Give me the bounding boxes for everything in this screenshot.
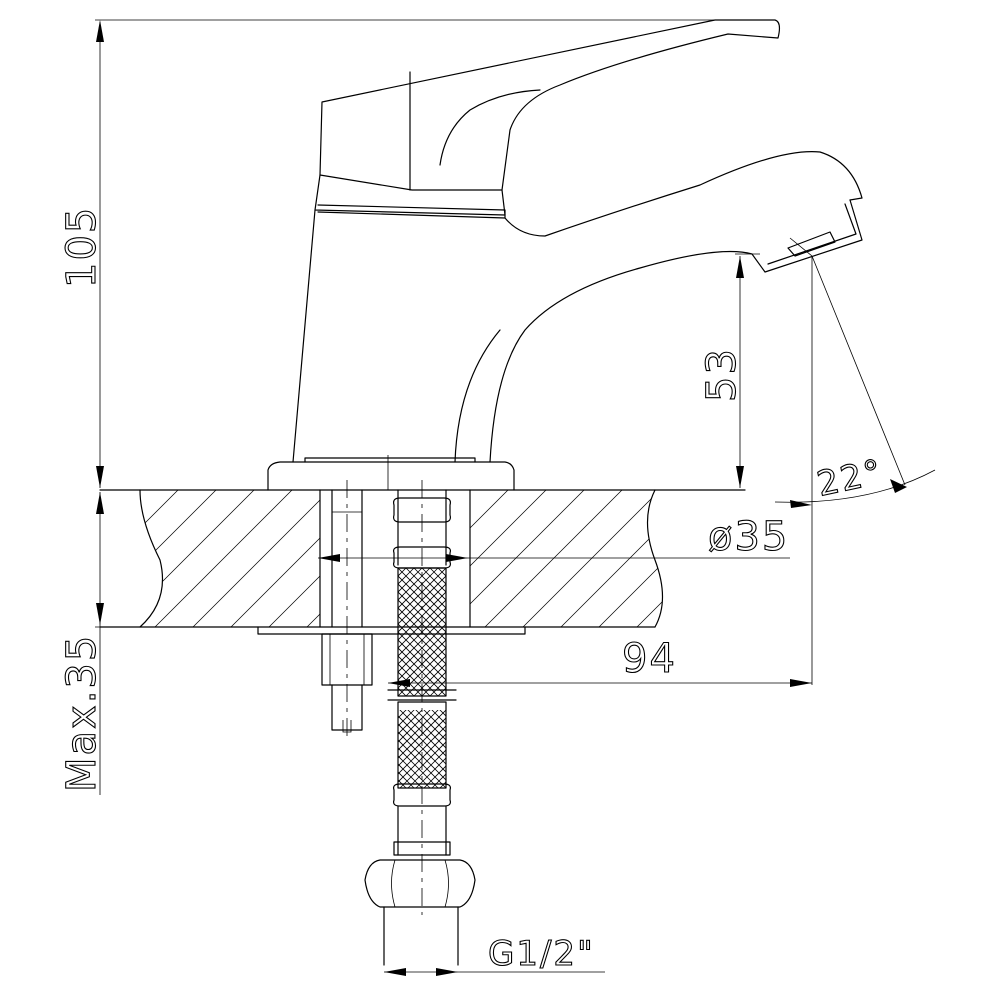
dimension-spout-height: 53 <box>698 253 760 488</box>
dimension-spout-height-label: 53 <box>699 347 745 402</box>
dimension-spout-angle: 22° <box>774 237 936 685</box>
dimension-total-height-label: 105 <box>59 206 105 288</box>
dimension-spout-reach-label: 94 <box>622 636 677 682</box>
dimension-total-height: 105 <box>58 19 715 488</box>
supply-hose <box>364 480 476 966</box>
dimension-deck-thickness-label: Max.35 <box>59 634 105 792</box>
dimension-body-diameter-label: ø35 <box>708 514 789 560</box>
dimension-thread-size: G1/2" <box>384 933 605 976</box>
faucet-body <box>292 151 863 463</box>
fixing-stud <box>321 480 373 740</box>
dimension-spout-angle-label: 22° <box>814 452 887 505</box>
dimension-spout-reach: 94 <box>388 635 812 687</box>
deck-section <box>99 489 746 635</box>
faucet-base <box>267 457 515 491</box>
dimension-body-diameter: ø35 <box>318 513 790 562</box>
dimension-thread-size-label: G1/2" <box>488 934 595 974</box>
faucet-handle <box>314 19 781 216</box>
dimension-deck-thickness: Max.35 <box>58 492 140 795</box>
